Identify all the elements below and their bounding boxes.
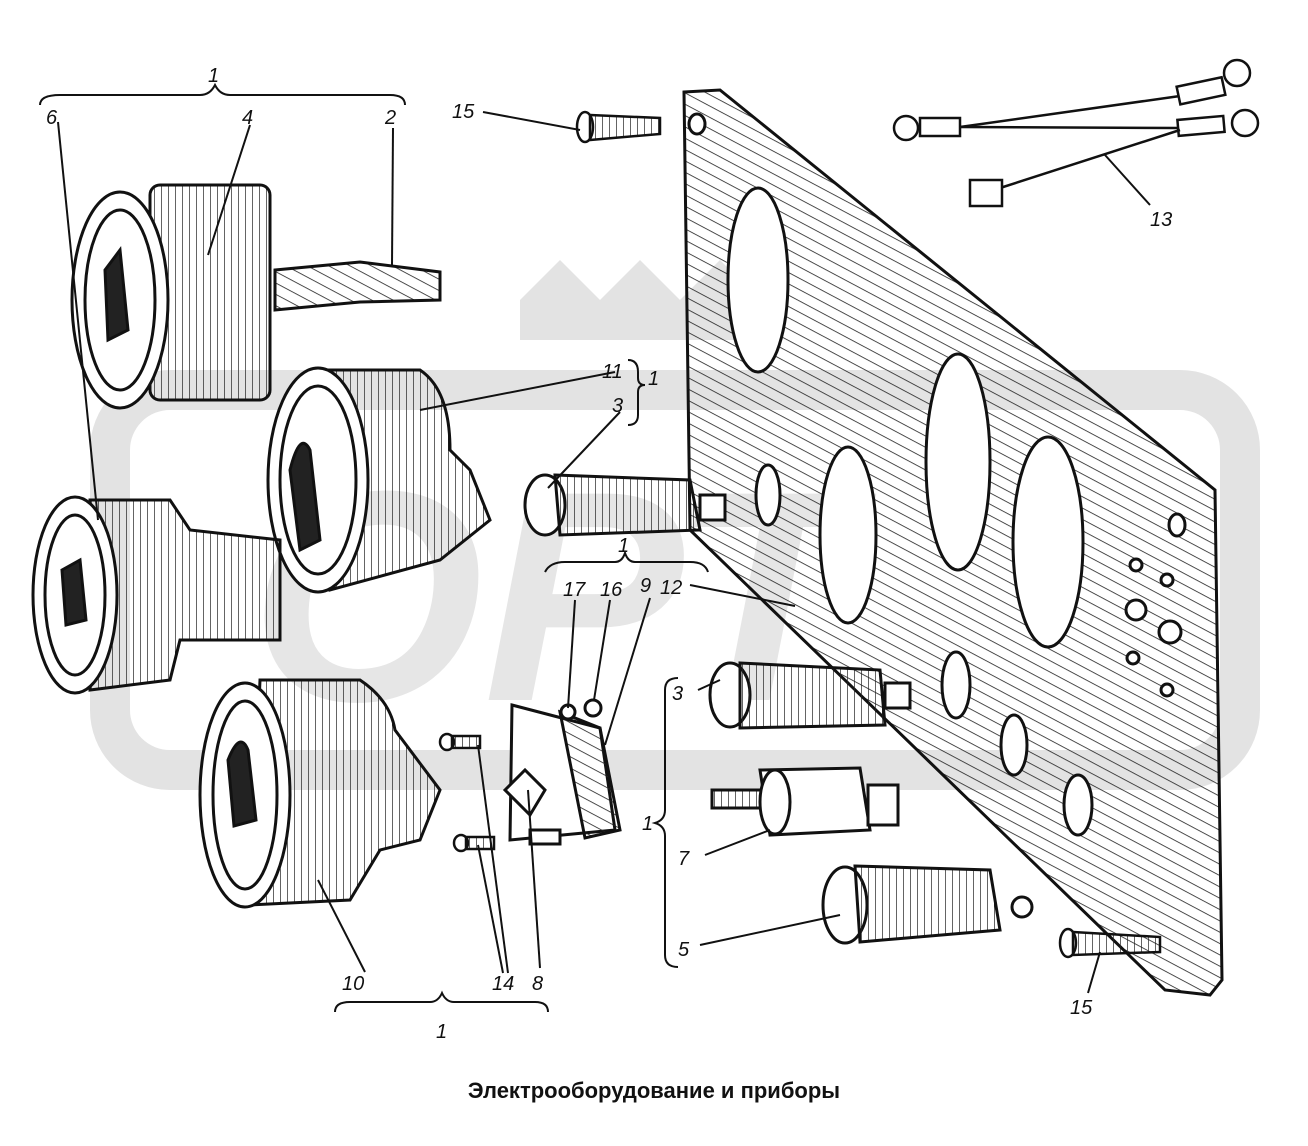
callout-6: 6 — [46, 107, 58, 129]
callout-4: 4 — [242, 107, 253, 129]
callout-12: 12 — [660, 577, 682, 599]
gauge-6 — [31, 495, 282, 695]
warning-lamp-lower — [708, 661, 912, 730]
wire-harness — [892, 58, 1260, 208]
toggle-switch-8 — [502, 698, 622, 846]
sensor-7 — [710, 766, 900, 837]
callout-3-upper: 3 — [612, 395, 623, 417]
callout-13: 13 — [1150, 209, 1172, 231]
callout-1-side: 1 — [642, 813, 653, 835]
callout-1-top: 1 — [208, 65, 219, 87]
warning-lamp-upper — [523, 473, 727, 537]
indicator-lamp-5 — [821, 864, 1034, 945]
callout-8: 8 — [532, 973, 543, 995]
callout-11: 11 — [602, 361, 623, 383]
gauge-10 — [198, 678, 442, 909]
screw-top — [575, 110, 662, 144]
screws-14 — [438, 732, 496, 853]
callout-5: 5 — [678, 939, 690, 961]
callout-1-bottom: 1 — [436, 1021, 447, 1043]
figure-caption: Электрооборудование и приборы — [467, 1078, 841, 1103]
callout-1-switch: 1 — [618, 535, 629, 557]
gauge-4 — [70, 183, 442, 410]
screw-bottom — [1058, 927, 1162, 959]
gauge-11 — [266, 366, 492, 594]
callout-1-gauge: 1 — [648, 368, 659, 390]
callout-9: 9 — [640, 575, 651, 597]
callout-15-bottom: 15 — [1070, 997, 1093, 1019]
callout-labels: 1 6 4 2 15 13 11 1 3 1 17 16 9 12 3 1 7 … — [46, 65, 1172, 1043]
callout-14: 14 — [492, 973, 514, 995]
callout-16: 16 — [600, 579, 623, 601]
leader-lines — [39, 82, 1151, 1013]
callout-10: 10 — [342, 973, 364, 995]
callout-15-top: 15 — [452, 101, 475, 123]
callout-3-lower: 3 — [672, 683, 683, 705]
callout-7: 7 — [678, 848, 690, 870]
dashboard-panel — [682, 88, 1224, 997]
callout-2: 2 — [384, 107, 396, 129]
callout-17: 17 — [563, 579, 586, 601]
